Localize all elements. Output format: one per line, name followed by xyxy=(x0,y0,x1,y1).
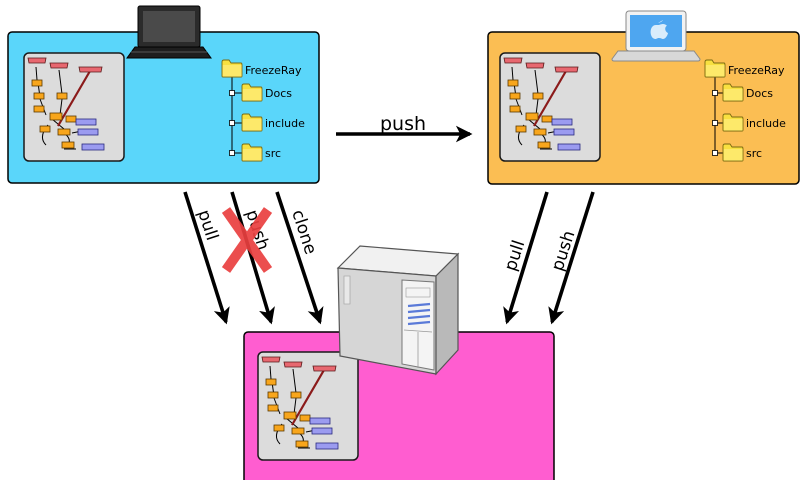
clone-arrow xyxy=(275,191,324,325)
folder-label-src: src xyxy=(746,147,762,160)
folder-icon xyxy=(722,143,744,162)
push-arrow-local xyxy=(230,191,275,325)
commit-graph-thumbnail xyxy=(498,51,602,163)
folder-label-root: FreezeRay xyxy=(728,64,785,77)
push-arrow-label: push xyxy=(380,113,426,135)
folder-icon xyxy=(241,143,263,162)
commit-graph-thumbnail xyxy=(256,350,360,462)
server-tower-icon xyxy=(336,244,460,376)
push-arrow-mac xyxy=(548,191,595,325)
commit-graph-thumbnail xyxy=(22,51,126,163)
pull-arrow-local xyxy=(183,191,230,325)
folder-label-src: src xyxy=(265,147,281,160)
folder-icon xyxy=(241,113,263,132)
folder-label-include: include xyxy=(746,117,786,130)
folder-label-include: include xyxy=(265,117,305,130)
folder-label-docs: Docs xyxy=(265,87,292,100)
pull-arrow-mac xyxy=(503,191,549,325)
folder-tree-mac: FreezeRay Docs include src xyxy=(704,59,786,162)
laptop-icon xyxy=(126,5,212,59)
folder-icon xyxy=(241,83,263,102)
folder-icon xyxy=(722,83,744,102)
clone-arrow-label: clone xyxy=(287,207,320,257)
folder-tree-local: FreezeRay Docs include src xyxy=(221,59,305,162)
blocked-x-icon xyxy=(221,207,273,273)
folder-label-root: FreezeRay xyxy=(245,64,302,77)
folder-label-docs: Docs xyxy=(746,87,773,100)
folder-icon xyxy=(722,113,744,132)
